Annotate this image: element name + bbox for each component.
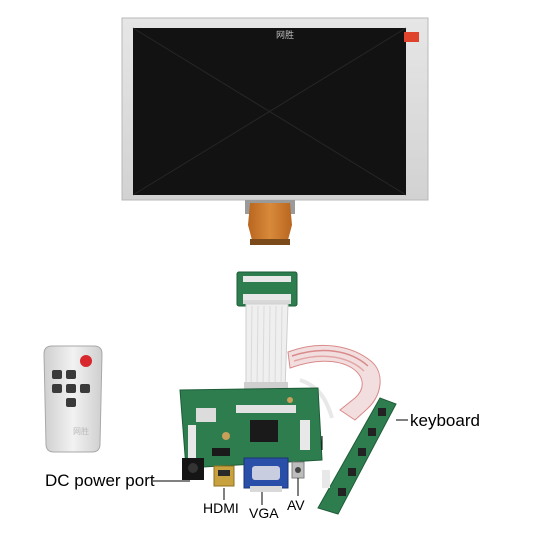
driver-board (179, 387, 323, 469)
vga-connector (243, 457, 289, 492)
menu-button (52, 370, 62, 379)
ribbon-cable (244, 303, 289, 391)
main-chip (250, 420, 278, 442)
dc-power-port-label: DC power port (45, 471, 155, 490)
screen-watermark: 网胜 (276, 30, 295, 40)
remote-watermark: 网胜 (73, 427, 89, 436)
av-connector (291, 461, 305, 479)
power-button-icon (80, 355, 92, 367)
keyboard-label: keyboard (410, 411, 480, 430)
leader-lines (153, 419, 408, 505)
right-button (80, 384, 90, 393)
dc-power-jack (182, 458, 204, 480)
hdmi-label: HDMI (203, 500, 239, 516)
keyboard-board (317, 397, 397, 515)
ok-button (66, 384, 76, 393)
down-button (66, 398, 76, 407)
remote-control (43, 345, 103, 453)
av-label: AV (287, 497, 305, 513)
fpc-cable (245, 200, 295, 245)
vga-label: VGA (249, 505, 279, 521)
protective-film-tab (404, 32, 419, 42)
lcd-panel (121, 17, 429, 201)
hdmi-connector (213, 465, 235, 487)
up-button (66, 370, 76, 379)
keyboard-wires (287, 344, 381, 421)
adapter-board (236, 271, 298, 307)
left-button (52, 384, 62, 393)
